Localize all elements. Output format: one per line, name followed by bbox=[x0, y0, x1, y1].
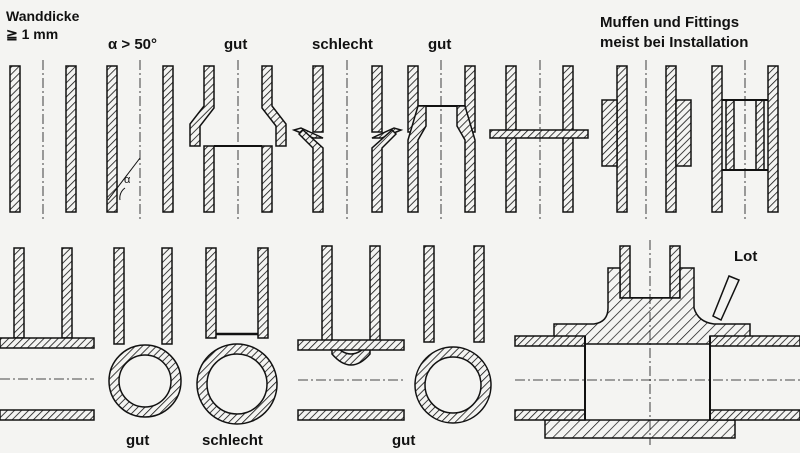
expanded-socket-good bbox=[189, 60, 287, 220]
tee-fitting bbox=[514, 240, 800, 445]
internal-nipple bbox=[711, 60, 779, 220]
good-label-4: gut bbox=[392, 432, 416, 449]
bad-label-1: schlecht bbox=[312, 36, 373, 53]
flared-socket-bad bbox=[291, 60, 404, 220]
pipe-with-ring bbox=[489, 60, 589, 220]
branch-joint-flat bbox=[0, 247, 95, 421]
saddle-branch bbox=[297, 245, 405, 421]
bevelled-pipe bbox=[106, 60, 174, 220]
angle-label: α > 50° bbox=[108, 36, 157, 53]
branch-on-round-pipe-good bbox=[108, 247, 182, 418]
branch-on-round-pipe-bad bbox=[196, 247, 278, 425]
wall-thickness-label: Wanddicke bbox=[6, 8, 80, 24]
alpha-mark: α bbox=[124, 174, 131, 186]
good-label-3: gut bbox=[126, 432, 150, 449]
lot-label: Lot bbox=[734, 248, 758, 265]
good-label-1: gut bbox=[224, 36, 248, 53]
good-label-2: gut bbox=[428, 36, 452, 53]
branch-into-round-pipe bbox=[414, 245, 492, 424]
external-muff bbox=[601, 60, 692, 220]
muffs-label-line1: Muffen und Fittings bbox=[600, 14, 740, 31]
bad-label-2: schlecht bbox=[202, 432, 263, 449]
reduced-socket-good bbox=[407, 60, 476, 220]
muffs-label-line2: meist bei Installation bbox=[600, 34, 749, 51]
wall-thickness-value: ≧ 1 mm bbox=[6, 26, 59, 42]
straight-pipe bbox=[9, 60, 77, 220]
